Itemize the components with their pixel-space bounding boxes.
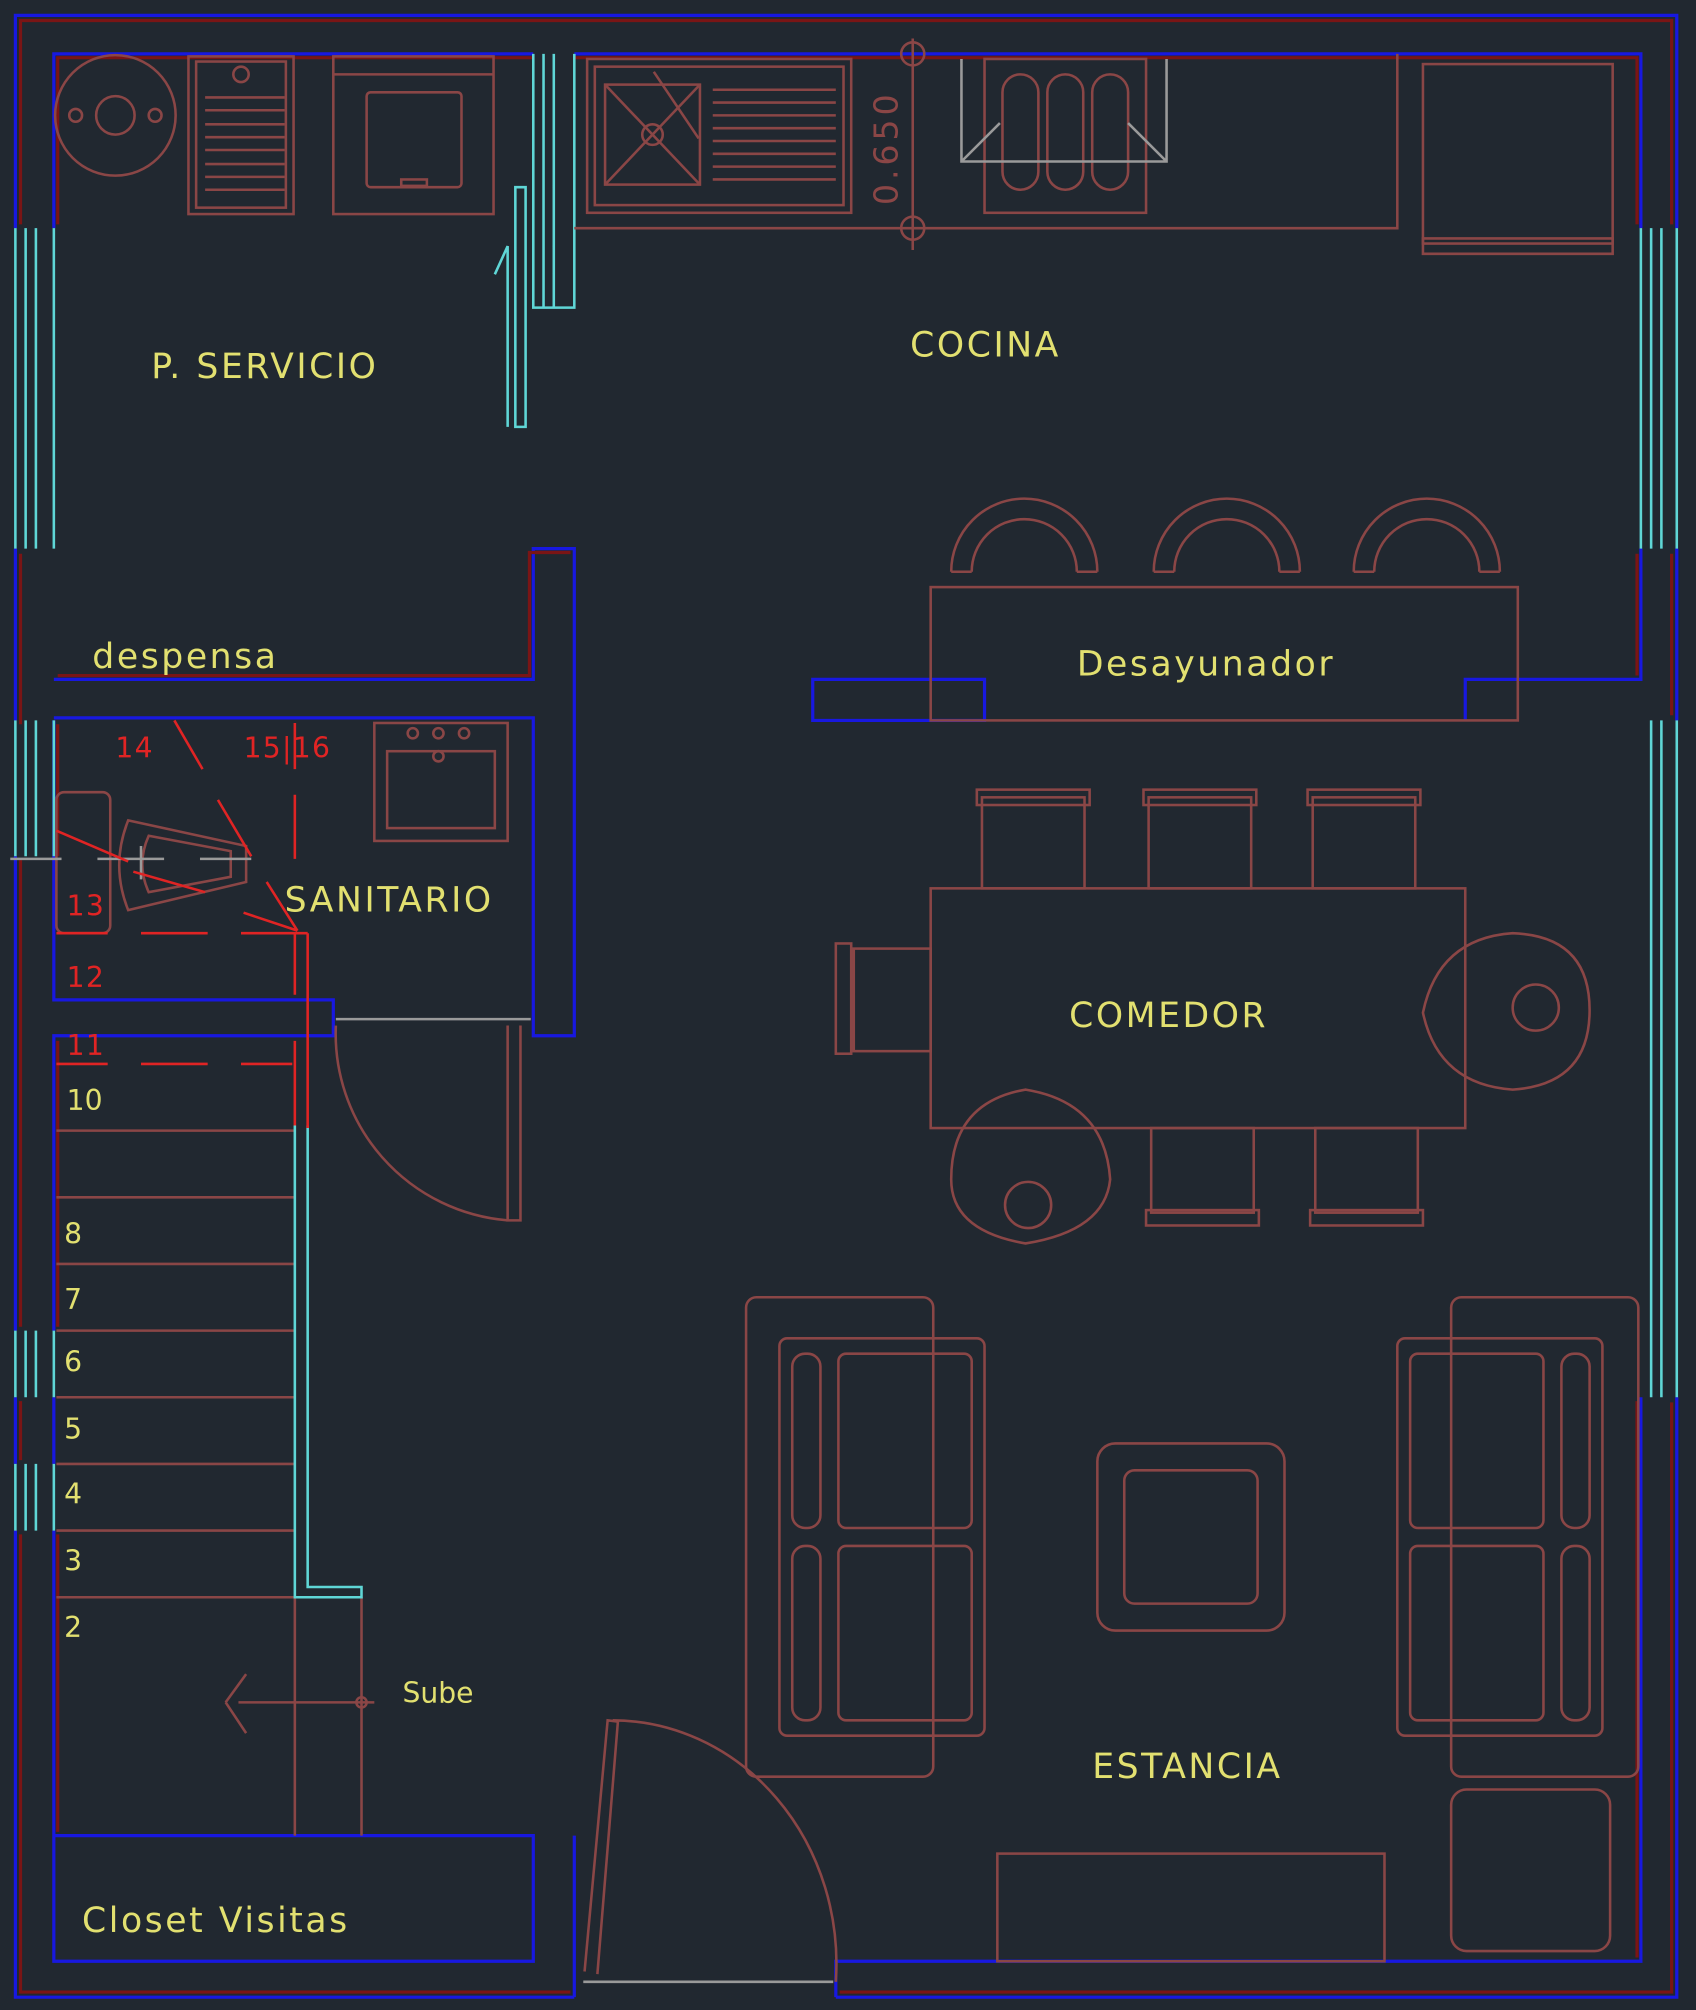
room-label-desayunador: Desayunador bbox=[1077, 645, 1335, 685]
doors bbox=[334, 1017, 838, 1984]
breakfast-bar bbox=[929, 497, 1520, 722]
room-label-sanitario: SANITARIO bbox=[285, 880, 494, 920]
dining-set bbox=[834, 788, 1591, 1245]
stair-step-number: 2 bbox=[64, 1611, 82, 1644]
stair-step-number: 5 bbox=[64, 1412, 82, 1445]
stair-step-number-upper: 13 bbox=[67, 889, 105, 922]
stair-step-number-upper: 11 bbox=[67, 1029, 105, 1062]
kitchen-counter bbox=[574, 38, 1614, 256]
stair-step-number: 3 bbox=[64, 1544, 82, 1577]
room-label-cocina: COCINA bbox=[910, 325, 1061, 365]
windows bbox=[14, 53, 1679, 1531]
stair-step-number-upper: 12 bbox=[67, 961, 105, 994]
stair-step-number: 6 bbox=[64, 1346, 82, 1379]
dimension-label: 0.650 bbox=[866, 90, 905, 205]
staircase bbox=[55, 719, 375, 1836]
service-appliances bbox=[53, 53, 495, 216]
room-label-estancia: ESTANCIA bbox=[1092, 1747, 1282, 1787]
stair-step-number-upper: 14 bbox=[115, 732, 153, 765]
stair-direction-label: Sube bbox=[403, 1676, 474, 1709]
service-door bbox=[493, 53, 576, 429]
exterior-walls bbox=[13, 13, 1679, 1999]
room-label-servicio: P. SERVICIO bbox=[151, 347, 378, 387]
living-furniture bbox=[744, 1295, 1640, 1963]
stair-step-number-upper: 15|16 bbox=[244, 732, 332, 765]
stair-step-number: 4 bbox=[64, 1478, 82, 1511]
stair-step-number: 8 bbox=[64, 1217, 82, 1250]
room-label-comedor: COMEDOR bbox=[1069, 996, 1268, 1036]
room-label-despensa: despensa bbox=[92, 637, 278, 677]
room-label-closet: Closet Visitas bbox=[82, 1901, 350, 1941]
stair-step-number: 10 bbox=[67, 1084, 103, 1117]
stair-step-number: 7 bbox=[64, 1283, 82, 1316]
